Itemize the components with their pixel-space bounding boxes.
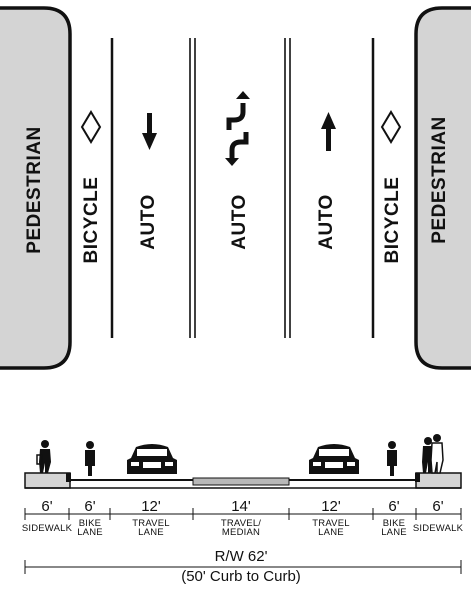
curb-to-curb-label: (50' Curb to Curb) — [181, 568, 301, 585]
left-bicycle-lane-label: BICYCLE — [81, 176, 102, 264]
sidewalk-name-right: SIDEWALK — [412, 523, 464, 534]
right-bicycle-lane-label: BICYCLE — [382, 176, 403, 264]
left-diamond-marking-icon — [80, 110, 102, 144]
right-sidewalk-panel — [414, 6, 471, 370]
right-diamond-marking-icon — [380, 110, 402, 144]
southbound-auto-lane-label: AUTO — [138, 194, 159, 250]
car-figure-right — [309, 444, 359, 474]
northbound-auto-lane-label: AUTO — [316, 194, 337, 250]
sidewalk-width-right: 6' — [432, 498, 444, 515]
cyclist-figure-right — [387, 441, 397, 476]
bike-lane-width-left: 6' — [84, 498, 96, 515]
car-figure-left — [127, 444, 177, 474]
center-auto-lane-label: AUTO — [229, 194, 250, 250]
cross-section-ground — [24, 472, 462, 489]
cyclist-figure-left — [85, 441, 95, 476]
two-way-turn-arrows-icon — [225, 91, 250, 166]
lane-dimension-line — [24, 508, 462, 520]
bike-lane-name-right: BIKE LANE — [381, 518, 407, 538]
left-sidewalk-slab — [24, 472, 71, 489]
sidewalk-width-left: 6' — [41, 498, 53, 515]
right-of-way-label: R/W 62' — [214, 548, 268, 565]
bike-lane-name-left: BIKE LANE — [77, 518, 103, 538]
travel-lane-width-left: 12' — [141, 498, 161, 515]
bike-lane-width-right: 6' — [388, 498, 400, 515]
right-curb — [415, 473, 420, 482]
left-pedestrian-zone-label: PEDESTRIAN — [24, 126, 45, 254]
left-sidewalk-panel — [0, 6, 72, 370]
median-width: 14' — [231, 498, 251, 515]
median-name: TRAVEL/ MEDIAN — [220, 518, 262, 538]
southbound-arrow-icon — [142, 113, 157, 150]
travel-lane-name-right: TRAVEL LANE — [312, 518, 350, 538]
pedestrian-figure-left — [36, 440, 51, 473]
left-curb — [66, 473, 71, 482]
right-sidewalk-slab — [415, 472, 462, 489]
travel-lane-name-left: TRAVEL LANE — [132, 518, 170, 538]
median-strip — [192, 477, 290, 486]
right-of-way-dimension-line — [24, 560, 462, 574]
pedestrian-group-right — [422, 434, 444, 474]
northbound-arrow-icon — [321, 112, 336, 151]
sidewalk-name-left: SIDEWALK — [21, 523, 73, 534]
right-pedestrian-zone-label: PEDESTRIAN — [429, 116, 450, 244]
travel-lane-width-right: 12' — [321, 498, 341, 515]
